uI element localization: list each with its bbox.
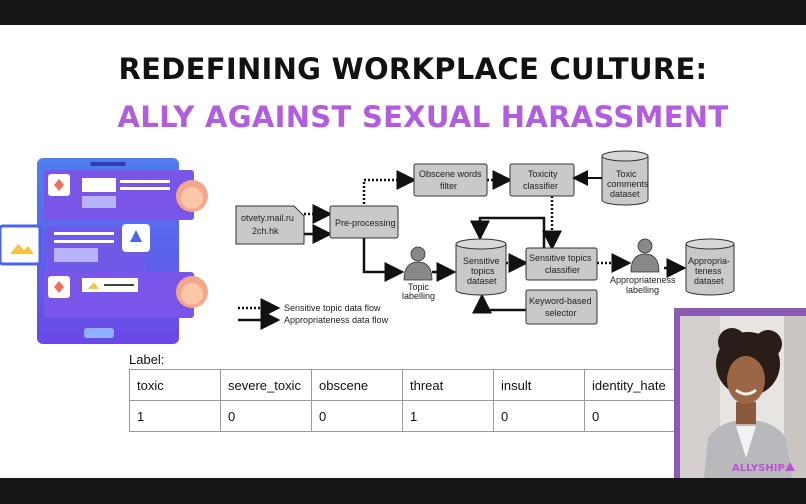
chat-card-2: [0, 224, 42, 266]
keyword-line-1: Keyword-based: [529, 296, 592, 306]
value-cell: 0: [220, 400, 312, 432]
header-cell: severe_toxic: [220, 369, 312, 401]
label-table: toxic severe_toxic obscene threat insult…: [129, 369, 690, 432]
value-cell: 0: [493, 400, 585, 432]
toxic-ds-line-3: dataset: [610, 189, 640, 199]
value-cell: 0: [584, 400, 690, 432]
obscene-line-1: Obscene words: [419, 169, 482, 179]
topic-labelling-line-2: labelling: [402, 291, 435, 301]
label-value-row: 1 0 0 1 0 0: [129, 400, 690, 432]
header-cell: identity_hate: [584, 369, 690, 401]
sensitive-topics-dataset-node: Sensitive topics dataset: [455, 238, 507, 296]
brand-watermark: ALLYSHIP: [732, 463, 785, 474]
header-cell: toxic: [129, 369, 221, 401]
topic-labelling-line-1: Topic: [408, 282, 430, 292]
sensitive-clf-line-1: Sensitive topics: [529, 253, 592, 263]
approp-labelling-line-1: Appropriateness: [610, 275, 676, 285]
chat-phone-illustration: [0, 158, 208, 344]
source-document-node: otvety.mail.ru 2ch.hk: [235, 205, 305, 245]
sensitive-clf-line-2: classifier: [545, 265, 580, 275]
topic-labelling-person-icon: Topic labelling: [402, 246, 435, 301]
keyword-selector-node: Keyword-based selector: [525, 289, 598, 325]
value-cell: 0: [311, 400, 403, 432]
obscene-filter-node: Obscene words filter: [413, 163, 488, 197]
preprocessing-node: Pre-processing: [329, 205, 399, 239]
toxicity-line-2: classifier: [523, 181, 558, 191]
slide-title-line-1: REDEFINING WORKPLACE CULTURE:: [118, 52, 708, 86]
approp-labelling-line-2: labelling: [626, 285, 659, 295]
toxic-ds-line-1: Toxic: [616, 169, 637, 179]
sensitive-ds-line-1: Sensitive: [463, 256, 500, 266]
label-header-row: toxic severe_toxic obscene threat insult…: [129, 369, 690, 401]
header-cell: insult: [493, 369, 585, 401]
header-cell: threat: [402, 369, 494, 401]
legend-dotted-label: Sensitive topic data flow: [284, 303, 381, 313]
dotted-flows: [304, 170, 632, 273]
source-line-2: 2ch.hk: [252, 226, 279, 236]
toxic-ds-line-2: comments: [607, 179, 649, 189]
bottom-letterbox-bar: [0, 478, 806, 504]
legend-solid-label: Appropriateness data flow: [284, 315, 389, 325]
sensitive-ds-line-3: dataset: [467, 276, 497, 286]
flow-diagram: otvety.mail.ru 2ch.hk Pre-processing Obs…: [235, 150, 735, 330]
label-caption: Label:: [129, 352, 165, 367]
obscene-line-2: filter: [440, 181, 457, 191]
approp-ds-line-1: Appropria-: [688, 256, 730, 266]
value-cell: 1: [402, 400, 494, 432]
toxicity-classifier-node: Toxicity classifier: [509, 163, 575, 197]
header-cell: obscene: [311, 369, 403, 401]
slide-title-line-2: ALLY AGAINST SEXUAL HARASSMENT: [117, 100, 729, 134]
appropriateness-labelling-person-icon: Appropriateness labelling: [610, 238, 676, 295]
sensitive-ds-line-2: topics: [471, 266, 495, 276]
speaker-portrait: ALLYSHIP: [674, 308, 806, 478]
approp-ds-line-2: teness: [695, 266, 722, 276]
source-line-1: otvety.mail.ru: [241, 213, 294, 223]
chat-card-3: [44, 272, 194, 318]
appropriateness-dataset-node: Appropria- teness dataset: [685, 238, 735, 296]
sensitive-topics-classifier-node: Sensitive topics classifier: [525, 247, 598, 281]
value-cell: 1: [129, 400, 221, 432]
keyword-line-2: selector: [545, 308, 577, 318]
top-letterbox-bar: [0, 0, 806, 25]
toxicity-line-1: Toxicity: [528, 169, 558, 179]
approp-ds-line-3: dataset: [694, 276, 724, 286]
diagram-legend: Sensitive topic data flow Appropriatenes…: [238, 298, 389, 330]
toxic-comments-dataset-node: Toxic comments dataset: [601, 150, 649, 206]
preprocessing-label: Pre-processing: [335, 218, 396, 228]
